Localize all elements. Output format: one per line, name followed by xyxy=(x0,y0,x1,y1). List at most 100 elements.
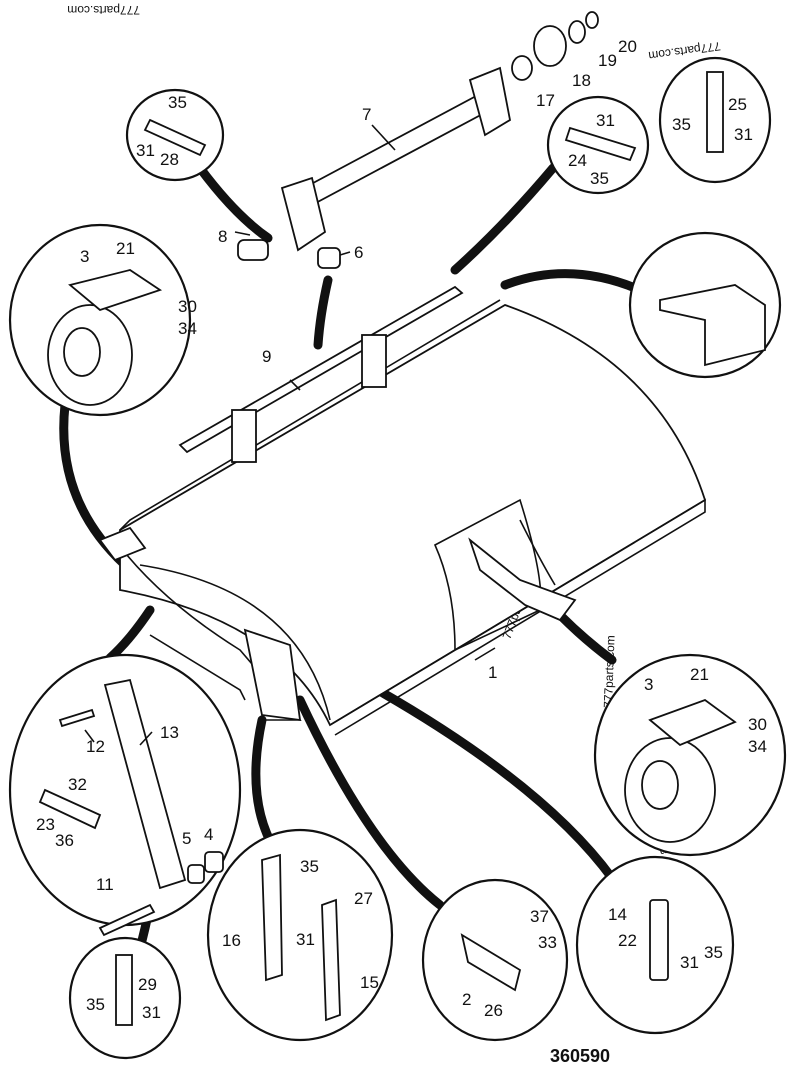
bolt-23 xyxy=(38,788,102,830)
hood-bottom-bracket xyxy=(243,628,302,722)
bolt-29-shape xyxy=(115,954,133,1026)
axle-left-plate xyxy=(280,176,327,252)
label-29: 29 xyxy=(138,975,157,994)
label-34-right: 34 xyxy=(748,737,767,756)
label-35-f: 35 xyxy=(86,995,105,1014)
label-22: 22 xyxy=(618,931,637,950)
arm-13 xyxy=(103,678,187,890)
rail-support-left xyxy=(231,409,257,463)
label-35-c: 35 xyxy=(672,115,691,134)
label-35-e: 35 xyxy=(704,943,723,962)
label-35-d: 35 xyxy=(300,857,319,876)
bolt-24-shape xyxy=(564,126,637,162)
label-35-a: 35 xyxy=(168,93,187,112)
hood-assembly xyxy=(98,299,707,736)
label-1: 1 xyxy=(488,663,497,682)
connector-bracket xyxy=(500,269,645,295)
label-31-f: 31 xyxy=(142,1003,161,1022)
connector-bolt24 xyxy=(450,163,558,275)
label-20: 20 xyxy=(618,37,637,56)
label-31-e: 31 xyxy=(680,953,699,972)
washer-19 xyxy=(568,20,586,44)
bush-6 xyxy=(317,247,341,269)
hood-fork xyxy=(468,537,577,622)
axle-assembly xyxy=(237,11,599,269)
label-37: 37 xyxy=(530,907,549,926)
connector-bolt28 xyxy=(195,163,273,243)
label-33: 33 xyxy=(538,933,557,952)
label-7: 7 xyxy=(362,105,371,124)
angle-bracket xyxy=(659,284,766,367)
label-32: 32 xyxy=(68,775,87,794)
label-2: 2 xyxy=(462,990,471,1009)
castor-left-hub xyxy=(63,327,101,377)
connector-axle xyxy=(313,275,333,350)
bracket-2 xyxy=(460,933,522,992)
label-11: 11 xyxy=(96,875,114,894)
hood-left-end xyxy=(114,539,302,721)
bracket-15 xyxy=(321,898,341,1022)
bush-4 xyxy=(204,851,224,873)
label-24: 24 xyxy=(568,151,587,170)
hood-strut xyxy=(149,634,246,701)
connector-post14 xyxy=(355,675,617,883)
connector-bracket15 xyxy=(251,715,280,855)
label-31-a: 31 xyxy=(136,141,155,160)
hood-body xyxy=(119,304,707,727)
pin-8 xyxy=(237,239,269,261)
hood-curve-line xyxy=(139,564,331,721)
label-36: 36 xyxy=(55,831,74,850)
label-19: 19 xyxy=(598,51,617,70)
label-3-right: 3 xyxy=(644,675,653,694)
label-5: 5 xyxy=(182,829,191,848)
detail-bracket15 xyxy=(206,828,394,1042)
bracket-16 xyxy=(261,853,283,982)
axle-right-plate xyxy=(468,66,512,137)
rail-support-right xyxy=(361,334,387,388)
label-4: 4 xyxy=(204,825,213,844)
castor-left-plate xyxy=(68,269,163,312)
castor-right-plate xyxy=(648,698,737,747)
label-12: 12 xyxy=(86,737,105,756)
label-6: 6 xyxy=(354,243,363,262)
connector-castor-right xyxy=(555,610,617,665)
label-31-c: 31 xyxy=(734,125,753,144)
connector-bracket2 xyxy=(295,695,445,910)
part-labels: 1 2 3 3 4 5 6 7 8 9 11 12 13 14 15 16 17… xyxy=(36,37,767,1022)
label-28: 28 xyxy=(160,150,179,169)
label-31-d: 31 xyxy=(296,930,315,949)
label-18: 18 xyxy=(572,71,591,90)
connector-arm xyxy=(105,605,155,663)
circlip-20 xyxy=(585,11,599,29)
hood-front-edge xyxy=(329,498,706,736)
watermark-top-left: 777parts.com xyxy=(67,3,140,17)
bolt-28-shape xyxy=(143,118,207,157)
label-25: 25 xyxy=(728,95,747,114)
label-13: 13 xyxy=(160,723,179,742)
label-8: 8 xyxy=(218,227,227,246)
pin-12 xyxy=(58,708,96,728)
bearing-18 xyxy=(533,25,567,67)
hood-left-bracket xyxy=(98,526,147,562)
rail-assembly xyxy=(178,285,464,463)
label-35-b: 35 xyxy=(590,169,609,188)
label-14: 14 xyxy=(608,905,627,924)
post-14 xyxy=(649,899,669,981)
leader-lines xyxy=(84,124,496,746)
label-23: 23 xyxy=(36,815,55,834)
label-31-b: 31 xyxy=(596,111,615,130)
hood-fork-arm xyxy=(519,519,556,586)
bolt-11 xyxy=(98,903,156,937)
label-15: 15 xyxy=(360,973,379,992)
label-3-left: 3 xyxy=(80,247,89,266)
label-30-right: 30 xyxy=(748,715,767,734)
castor-right-hub xyxy=(641,760,679,810)
washer-17 xyxy=(511,55,533,81)
drawing-number: 360590 xyxy=(550,1046,610,1066)
bolt-25-shape xyxy=(706,71,724,153)
label-21-right: 21 xyxy=(690,665,709,684)
label-30-left: 30 xyxy=(178,297,197,316)
label-34-left: 34 xyxy=(178,319,197,338)
label-21-left: 21 xyxy=(116,239,135,258)
